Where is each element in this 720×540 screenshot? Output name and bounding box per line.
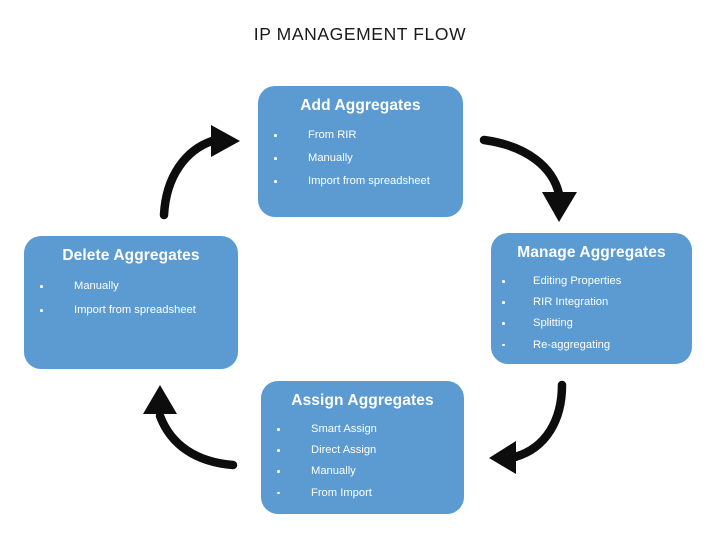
bullet-dot-icon [40, 309, 43, 312]
flow-box-manage-aggregates[interactable]: Manage Aggregates Editing Properties RIR… [491, 233, 692, 364]
arrow-manage-to-assign [489, 380, 567, 474]
bullet-dot-icon [502, 343, 505, 347]
bullet-dot-icon [277, 427, 280, 431]
box-title-delete: Delete Aggregates [62, 247, 200, 264]
list-item-label: From Import [311, 486, 372, 499]
list-item: Import from spreadsheet [258, 176, 463, 187]
list-item-label: Smart Assign [311, 422, 377, 435]
bullet-dot-icon [277, 491, 280, 495]
bullet-dot-icon [274, 157, 277, 160]
bullet-dot-icon [274, 180, 277, 183]
list-item: From RIR [258, 128, 463, 141]
bullet-dot-icon [40, 284, 43, 288]
list-item-label: Manually [74, 279, 119, 292]
flow-box-delete-aggregates[interactable]: Delete Aggregates Manually Import from s… [24, 236, 238, 369]
list-item-label: Manually [311, 465, 356, 478]
list-item-label: From RIR [308, 128, 357, 141]
list-item: Import from spreadsheet [24, 305, 238, 316]
bullet-list-add: From RIR Manually Import from spreadshee… [258, 128, 463, 188]
list-item-label: Import from spreadsheet [74, 304, 196, 317]
list-item: RIR Integration [491, 297, 692, 308]
list-item: Splitting [491, 318, 692, 329]
list-item: From Import [261, 486, 464, 499]
list-item-label: RIR Integration [533, 296, 609, 309]
page-title: IP MANAGEMENT FLOW [253, 24, 467, 44]
list-item: Smart Assign [261, 422, 464, 435]
arrow-add-to-manage [479, 135, 577, 222]
bullet-dot-icon [502, 322, 505, 325]
list-item-label: Editing Properties [533, 274, 622, 287]
list-item: Direct Assign [261, 445, 464, 456]
list-item: Manually [258, 153, 463, 164]
flow-box-assign-aggregates[interactable]: Assign Aggregates Smart Assign Direct As… [261, 381, 464, 514]
bullet-dot-icon [277, 470, 280, 473]
list-item-label: Manually [308, 152, 353, 165]
list-item-label: Import from spreadsheet [308, 175, 430, 188]
box-title-manage: Manage Aggregates [517, 244, 666, 261]
list-item-label: Direct Assign [311, 444, 377, 457]
box-title-add: Add Aggregates [300, 97, 421, 114]
bullet-list-delete: Manually Import from spreadsheet [24, 279, 238, 316]
arrow-delete-to-add [159, 125, 240, 220]
flow-box-add-aggregates[interactable]: Add Aggregates From RIR Manually Import … [258, 86, 463, 217]
bullet-list-assign: Smart Assign Direct Assign Manually From… [261, 422, 464, 499]
bullet-dot-icon [274, 133, 277, 137]
list-item-label: Splitting [533, 317, 573, 330]
bullet-dot-icon [502, 279, 505, 283]
arrow-assign-to-delete [143, 385, 238, 470]
box-title-assign: Assign Aggregates [291, 392, 434, 409]
bullet-list-manage: Editing Properties RIR Integration Split… [491, 274, 692, 351]
list-item: Manually [261, 466, 464, 477]
bullet-dot-icon [277, 449, 280, 452]
list-item: Manually [24, 279, 238, 292]
list-item-label: Re-aggregating [533, 338, 611, 351]
list-item: Editing Properties [491, 274, 692, 287]
list-item: Re-aggregating [491, 338, 692, 351]
bullet-dot-icon [502, 301, 505, 304]
